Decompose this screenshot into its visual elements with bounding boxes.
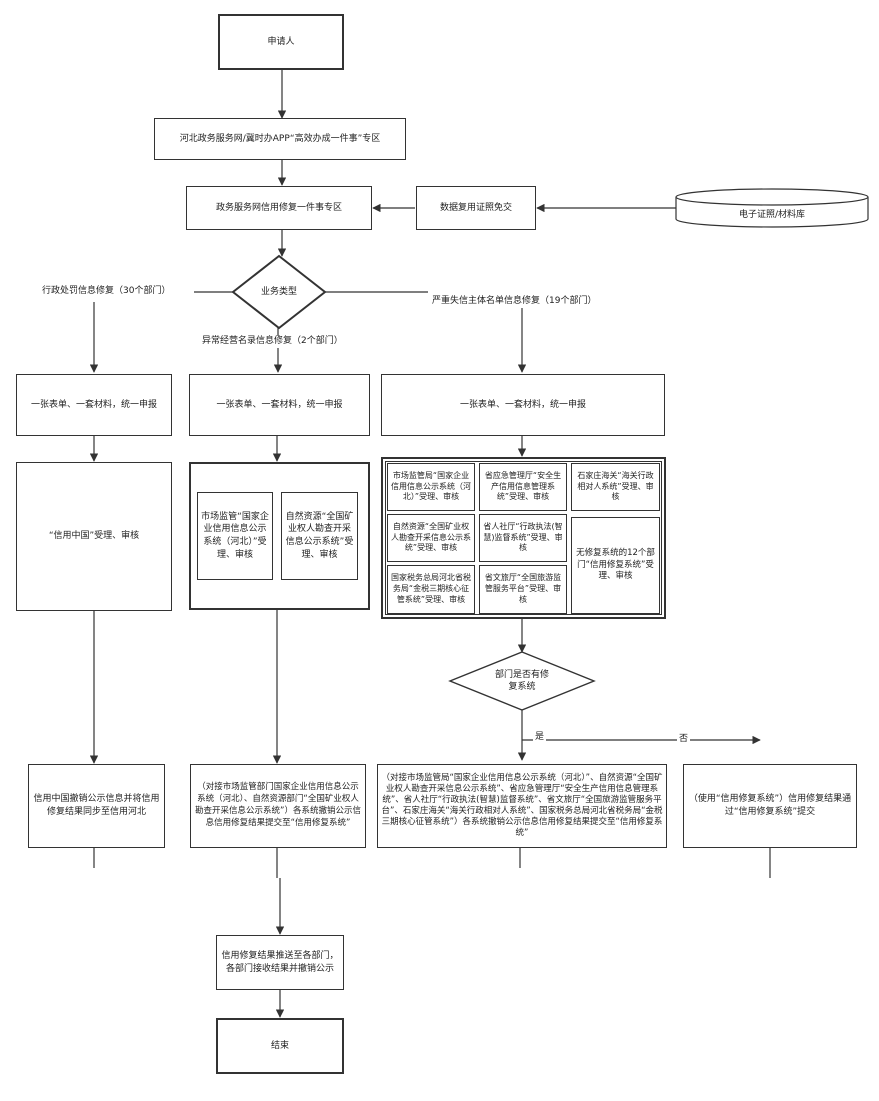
- end-label: 结束: [270, 1040, 289, 1051]
- right-sub-nosystem-label: 无修复系统的12个部门“信用修复系统”受理、审核: [576, 547, 655, 582]
- end-node: 结束: [216, 1018, 344, 1074]
- result-no-node: （使用“信用修复系统”）信用修复结果通过“信用修复系统”提交: [683, 764, 857, 848]
- right-sub-resource-label: 自然资源“全国矿业权人勘查开采信息公示系统”受理、审核: [391, 521, 471, 553]
- branch-left-label: 行政处罚信息修复（30个部门）: [40, 286, 173, 298]
- yes-label: 是: [533, 732, 547, 744]
- decision-system-label: 部门是否有修复系统: [494, 669, 549, 692]
- result-left-label: 信用中国撤销公示信息并将信用修复结果同步至信用河北: [33, 794, 160, 817]
- decision-system-node: 部门是否有修复系统: [468, 667, 576, 695]
- right-sub-safety-label: 省应急管理厅“安全生产信用信息管理系统”受理、审核: [484, 470, 562, 502]
- credit-china-node: “信用中国”受理、审核: [16, 462, 172, 611]
- result-no-label: （使用“信用修复系统”）信用修复结果通过“信用修复系统”提交: [688, 794, 852, 817]
- decision-type-diamond: [231, 254, 327, 330]
- push-label: 信用修复结果推送至各部门，各部门接收结果并撤销公示: [221, 950, 339, 974]
- form-right-label: 一张表单、一套材料，统一申报: [459, 399, 586, 410]
- form-right-node: 一张表单、一套材料，统一申报: [381, 374, 665, 436]
- result-mid-label: （对接市场监管部门国家企业信用信息公示系统（河北）、自然资源部门“全国矿业权人勘…: [195, 782, 361, 828]
- credit-china-label: “信用中国”受理、审核: [48, 531, 140, 542]
- no-label: 否: [677, 734, 691, 746]
- right-sub-safety: 省应急管理厅“安全生产信用信息管理系统”受理、审核: [479, 463, 567, 511]
- right-sub-resource: 自然资源“全国矿业权人勘查开采信息公示系统”受理、审核: [387, 514, 475, 562]
- right-sub-customs-label: 石家庄海关“海关行政相对人系统”受理、审核: [577, 470, 654, 502]
- start-label: 申请人: [267, 36, 295, 47]
- form-left-node: 一张表单、一套材料，统一申报: [16, 374, 172, 436]
- result-left-node: 信用中国撤销公示信息并将信用修复结果同步至信用河北: [28, 764, 165, 848]
- zone-node: 政务服务网信用修复一件事专区: [186, 186, 372, 230]
- library-node: 电子证照/材料库: [676, 205, 868, 225]
- result-right-label: （对接市场监管局“国家企业信用信息公示系统（河北）”、自然资源“全国矿业权人勘查…: [381, 772, 663, 839]
- form-mid-label: 一张表单、一套材料，统一申报: [216, 399, 343, 410]
- mid-sub-resource-label: 自然资源“全国矿业权人勘查开采信息公示系统”受理、审核: [285, 511, 354, 560]
- mid-sub-market: 市场监管“国家企业信用信息公示系统（河北）”受理、审核: [197, 492, 273, 580]
- reuse-label: 数据复用证照免交: [439, 202, 512, 213]
- right-sub-customs: 石家庄海关“海关行政相对人系统”受理、审核: [571, 463, 660, 511]
- right-sub-tax: 国家税务总局河北省税务局“金税三期核心征管系统”受理、审核: [387, 565, 475, 614]
- zone-label: 政务服务网信用修复一件事专区: [215, 202, 342, 213]
- decision-system-diamond: [448, 651, 596, 711]
- branch-right-label: 严重失信主体名单信息修复（19个部门）: [430, 296, 599, 308]
- portal-node: 河北政务服务网/冀时办APP“高效办成一件事”专区: [154, 118, 406, 160]
- portal-label: 河北政务服务网/冀时办APP“高效办成一件事”专区: [179, 133, 381, 144]
- right-sub-hr-label: 省人社厅“行政执法(智慧)监督系统”受理、审核: [483, 521, 563, 553]
- right-sub-hr: 省人社厅“行政执法(智慧)监督系统”受理、审核: [479, 514, 567, 562]
- library-label: 电子证照/材料库: [738, 209, 806, 220]
- right-sub-tourism-label: 省文旅厅“全国旅游监管服务平台”受理、审核: [484, 573, 562, 604]
- right-sub-market-label: 市场监管局“国家企业信用信息公示系统（河北）”受理、审核: [391, 470, 471, 502]
- decision-type-node: 业务类型: [240, 282, 318, 302]
- right-sub-market: 市场监管局“国家企业信用信息公示系统（河北）”受理、审核: [387, 463, 475, 511]
- result-mid-node: （对接市场监管部门国家企业信用信息公示系统（河北）、自然资源部门“全国矿业权人勘…: [190, 764, 366, 848]
- push-node: 信用修复结果推送至各部门，各部门接收结果并撤销公示: [216, 935, 344, 990]
- start-node: 申请人: [218, 14, 344, 70]
- decision-type-label: 业务类型: [260, 286, 297, 297]
- right-sub-nosystem: 无修复系统的12个部门“信用修复系统”受理、审核: [571, 517, 660, 614]
- right-sub-tourism: 省文旅厅“全国旅游监管服务平台”受理、审核: [479, 565, 567, 614]
- branch-mid-label: 异常经营名录信息修复（2个部门）: [200, 336, 345, 348]
- mid-sub-resource: 自然资源“全国矿业权人勘查开采信息公示系统”受理、审核: [281, 492, 358, 580]
- form-left-label: 一张表单、一套材料，统一申报: [30, 399, 157, 410]
- reuse-node: 数据复用证照免交: [416, 186, 536, 230]
- result-right-node: （对接市场监管局“国家企业信用信息公示系统（河北）”、自然资源“全国矿业权人勘查…: [377, 764, 667, 848]
- mid-sub-market-label: 市场监管“国家企业信用信息公示系统（河北）”受理、审核: [201, 511, 269, 560]
- form-mid-node: 一张表单、一套材料，统一申报: [189, 374, 370, 436]
- library-cylinder: [675, 188, 869, 228]
- right-sub-tax-label: 国家税务总局河北省税务局“金税三期核心征管系统”受理、审核: [391, 573, 471, 604]
